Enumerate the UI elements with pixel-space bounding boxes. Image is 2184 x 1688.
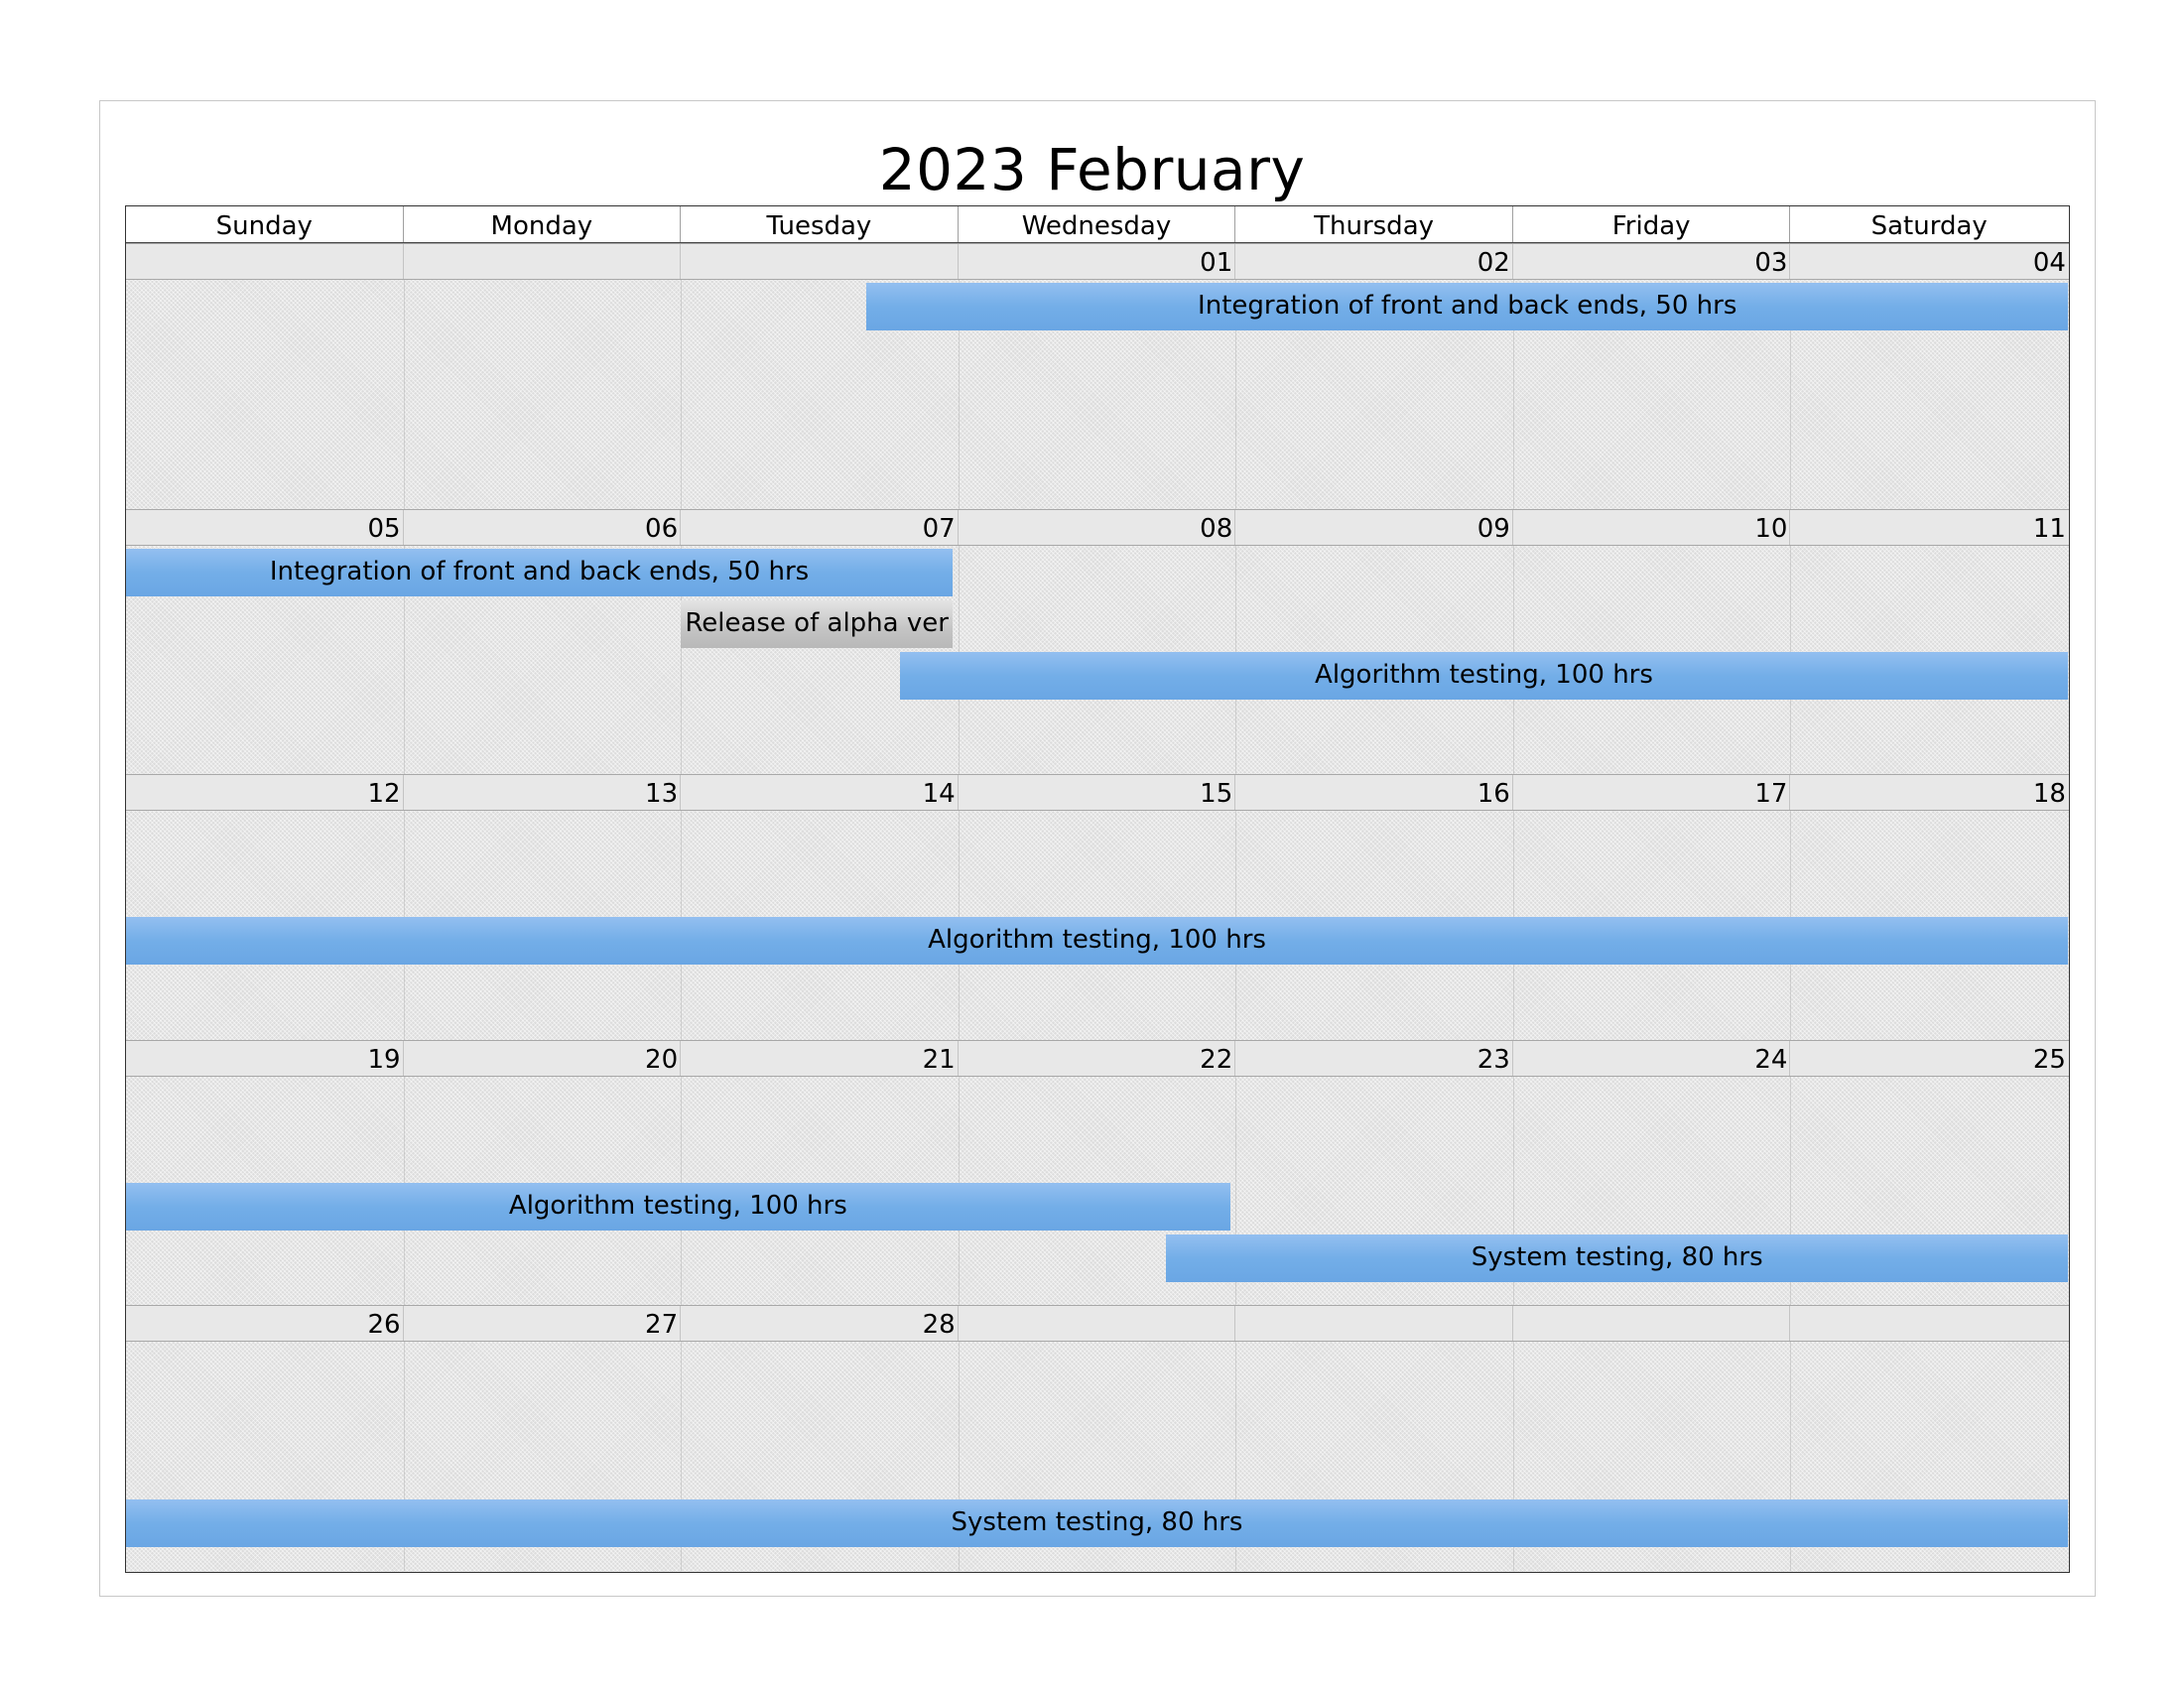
day-number[interactable]: 22 (959, 1040, 1236, 1076)
task-event-bar[interactable]: Integration of front and back ends, 50 h… (866, 283, 2068, 330)
weekday-thursday: Thursday (1235, 206, 1513, 242)
day-column-divider (681, 545, 683, 775)
day-number[interactable]: 13 (404, 775, 682, 811)
day-column-divider (681, 280, 683, 509)
day-number[interactable]: 07 (681, 509, 959, 545)
day-number[interactable]: 09 (1235, 509, 1513, 545)
task-event-bar[interactable]: System testing, 80 hrs (1166, 1234, 2068, 1282)
milestone-event[interactable]: Release of alpha ver (681, 599, 954, 648)
task-event-bar[interactable]: System testing, 80 hrs (126, 1499, 2068, 1548)
day-number[interactable]: 20 (404, 1040, 682, 1076)
day-number[interactable]: 02 (1235, 244, 1513, 279)
weekday-saturday: Saturday (1870, 211, 1988, 241)
weekday-wednesday: Wednesday (959, 206, 1236, 242)
day-number[interactable] (1513, 1306, 1791, 1342)
day-number[interactable] (126, 244, 404, 279)
task-event-bar[interactable]: Algorithm testing, 100 hrs (900, 651, 2068, 700)
day-number[interactable]: 25 (2032, 1044, 2066, 1075)
day-number[interactable]: 26 (126, 1306, 404, 1342)
weekday-monday: Monday (404, 206, 682, 242)
day-column-divider (403, 1342, 405, 1571)
day-column-divider (1512, 1076, 1514, 1306)
task-event-bar[interactable]: Integration of front and back ends, 50 h… (126, 548, 954, 596)
day-number[interactable] (1235, 1306, 1513, 1342)
day-column-divider (1790, 1342, 1792, 1571)
day-number[interactable]: 21 (681, 1040, 959, 1076)
day-number[interactable]: 10 (1513, 509, 1791, 545)
day-column-divider (1235, 1342, 1237, 1571)
weekday-friday: Friday (1513, 206, 1791, 242)
day-column-divider (403, 280, 405, 509)
day-column-divider (958, 1342, 960, 1571)
day-number[interactable]: 12 (126, 775, 404, 811)
day-number[interactable]: 18 (2032, 779, 2066, 810)
day-number[interactable]: 19 (126, 1040, 404, 1076)
day-number[interactable]: 01 (959, 244, 1236, 279)
day-column-divider (403, 545, 405, 775)
day-number[interactable] (1790, 1306, 2068, 1341)
day-number[interactable]: 14 (681, 775, 959, 811)
day-number[interactable]: 15 (959, 775, 1236, 811)
day-column-divider (1235, 280, 1237, 509)
day-number[interactable]: 06 (404, 509, 682, 545)
weekday-tuesday: Tuesday (681, 206, 959, 242)
day-column-divider (1512, 280, 1514, 509)
day-number[interactable]: 03 (1513, 244, 1791, 279)
day-number[interactable]: 11 (2032, 513, 2066, 544)
day-number[interactable]: 24 (1513, 1040, 1791, 1076)
task-event-bar[interactable]: Algorithm testing, 100 hrs (126, 917, 2068, 966)
task-event-bar[interactable]: Algorithm testing, 100 hrs (126, 1182, 1230, 1231)
day-number[interactable]: 04 (2032, 248, 2066, 278)
weekday-header: Sunday Monday Tuesday Wednesday Thursday… (126, 206, 2069, 243)
day-number[interactable]: 27 (404, 1306, 682, 1342)
day-number[interactable] (681, 244, 959, 279)
day-column-divider (958, 280, 960, 509)
day-column-divider (1235, 1076, 1237, 1306)
weekday-sunday: Sunday (126, 206, 404, 242)
day-column-divider (681, 1342, 683, 1571)
day-number[interactable]: 16 (1235, 775, 1513, 811)
day-number[interactable]: 17 (1513, 775, 1791, 811)
day-column-divider (1790, 280, 1792, 509)
day-number[interactable]: 05 (126, 509, 404, 545)
day-number[interactable]: 28 (681, 1306, 959, 1342)
day-number[interactable]: 23 (1235, 1040, 1513, 1076)
day-number[interactable] (959, 1306, 1236, 1342)
day-number[interactable]: 08 (959, 509, 1236, 545)
day-number[interactable] (404, 244, 682, 279)
day-column-divider (1512, 1342, 1514, 1571)
day-column-divider (1790, 1076, 1792, 1306)
month-calendar: Sunday Monday Tuesday Wednesday Thursday… (125, 205, 2070, 1573)
page-title: 2023 February (878, 136, 1306, 203)
